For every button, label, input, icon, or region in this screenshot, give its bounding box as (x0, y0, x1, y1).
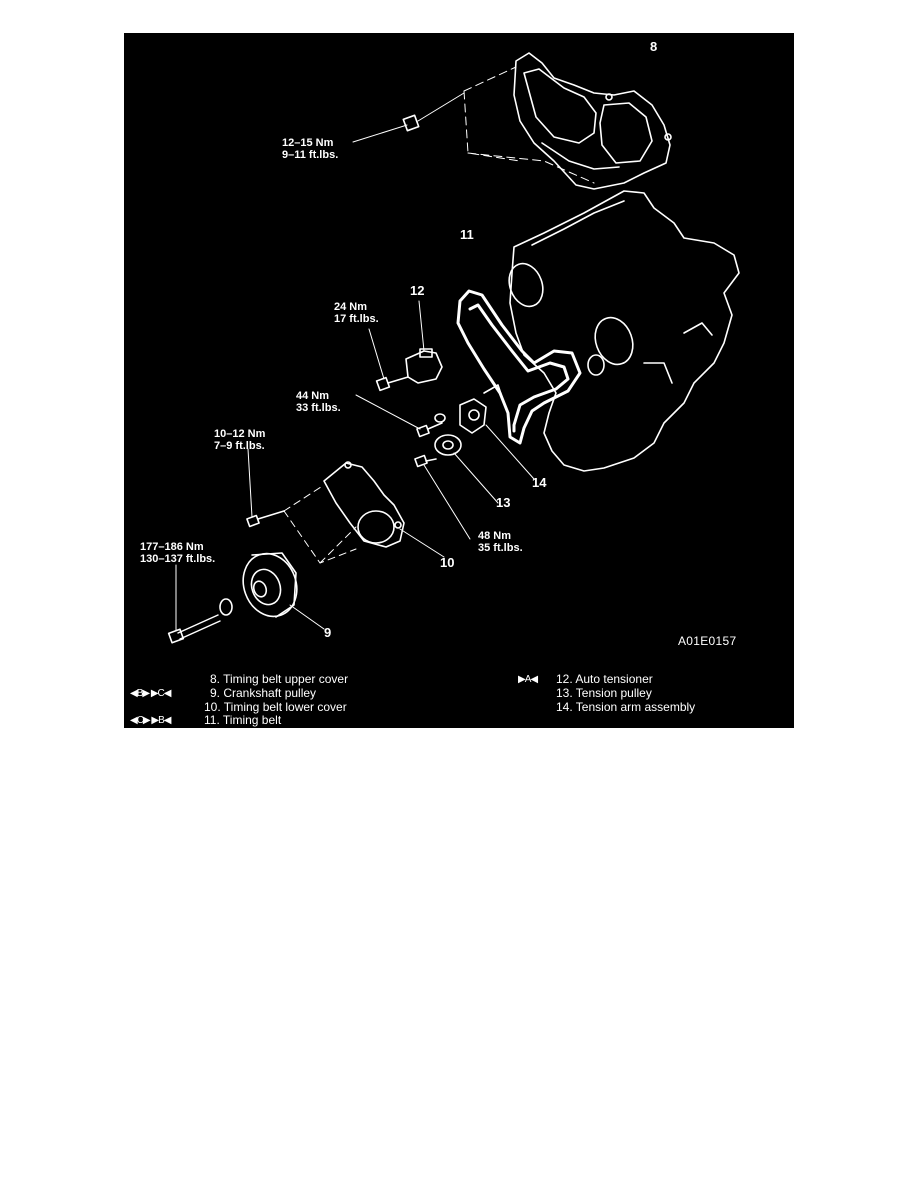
timing-belt-drawing (456, 289, 582, 445)
callout-8: 8 (650, 39, 658, 54)
callout-12: 12 (410, 283, 425, 298)
callout-14: 14 (532, 475, 547, 490)
legend-item-8: 8. Timing belt upper cover (210, 672, 349, 686)
crankshaft-pulley-drawing (219, 552, 325, 630)
legend-item-13: 13. Tension pulley (556, 686, 652, 700)
legend-item-11: 11. Timing belt (204, 713, 282, 727)
callout-10: 10 (440, 555, 455, 570)
legend-marks-12: ▶A◀ (518, 674, 538, 685)
callout-11: 11 (460, 227, 474, 242)
legend-item-12: 12. Auto tensioner (556, 672, 653, 686)
legend-marks-11: ◀C▶ ▶B◀ (130, 715, 171, 726)
lower-cover-drawing (323, 461, 445, 558)
callout-9: 9 (324, 625, 332, 640)
auto-tensioner-drawing (368, 300, 443, 392)
figure-code: A01E0157 (678, 634, 737, 648)
legend-item-9: 9. Crankshaft pulley (210, 686, 317, 700)
legend-marks-9: ◀B▶ ▶C◀ (130, 688, 171, 699)
upper-cover-drawing (513, 52, 672, 190)
legend-item-14: 14. Tension arm assembly (556, 700, 696, 714)
tension-arm-drawing (459, 384, 535, 480)
tension-pulley-drawing (434, 413, 499, 504)
diagram-drawing (167, 52, 740, 644)
callout-13: 13 (496, 495, 511, 510)
legend-item-10: 10. Timing belt lower cover (204, 700, 347, 714)
engine-block-drawing (508, 190, 740, 472)
